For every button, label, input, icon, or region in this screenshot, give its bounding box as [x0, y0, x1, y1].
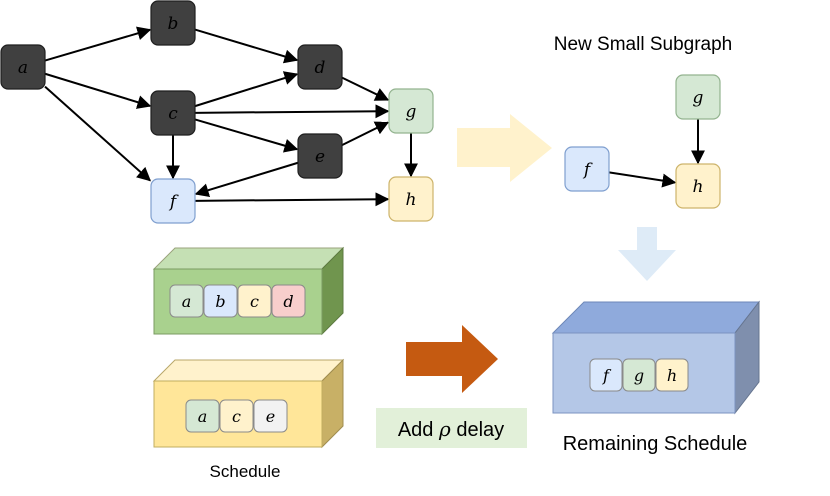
edge-a-c [44, 72, 152, 109]
remaining-item-f: f [589, 358, 623, 392]
edge-c-g [194, 104, 390, 119]
node-label-b: b [168, 14, 179, 34]
remaining-item-label-f: f [602, 366, 612, 385]
schedule-top-items: a b c d [169, 284, 306, 318]
dag-edges [44, 26, 418, 207]
pale-blue-down-arrow [618, 227, 676, 281]
schedule-top-item-label-a: a [182, 292, 192, 311]
schedule-bottom-item-label-c: c [232, 407, 241, 426]
schedule-top-item-label-c: c [250, 292, 259, 311]
node-c: c [150, 90, 196, 136]
edge-b-d [194, 28, 299, 64]
remaining-item-label-h: h [667, 366, 677, 385]
delay-label: Add ρ delay [398, 417, 504, 441]
remaining-items: f g h [589, 358, 689, 392]
node-f: f [150, 178, 196, 224]
schedule-bottom-item-label-a: a [198, 407, 208, 426]
edge-f-h [194, 192, 390, 207]
pale-yellow-arrow [457, 114, 552, 182]
delay-label-box: Add ρ delay [376, 408, 527, 448]
node-g: g [388, 88, 434, 134]
edge-c-d [194, 71, 299, 108]
sub-node-f: f [564, 146, 610, 192]
edge-d-g [341, 76, 390, 101]
node-d: d [297, 44, 343, 90]
edge-a-f [44, 85, 152, 182]
schedule-top-item-d: d [271, 284, 306, 318]
schedule-block-top: a b c d [152, 246, 345, 336]
schedule-top-item-label-b: b [215, 292, 225, 311]
remaining-schedule-block: f g h [551, 300, 761, 415]
remaining-item-g: g [622, 358, 656, 392]
remaining-schedule-title: Remaining Schedule [563, 433, 748, 455]
subgraph: New Small Subgraph f g h [554, 34, 732, 209]
schedule-top-item-b: b [203, 284, 238, 318]
schedule-bottom-item-c: c [219, 399, 254, 433]
schedule-bottom-item-e: e [253, 399, 288, 433]
schedule-top-item-a: a [169, 284, 204, 318]
sub-edge-f-h [608, 171, 677, 188]
subgraph-title: New Small Subgraph [554, 34, 732, 55]
edge-a-b [44, 26, 152, 62]
node-label-g: g [406, 102, 417, 122]
node-e: e [297, 133, 343, 179]
sub-node-h: h [675, 163, 721, 209]
sub-node-label-f: f [582, 160, 593, 180]
node-label-h: h [406, 190, 417, 210]
node-label-e: e [315, 147, 325, 167]
schedule-bottom-item-a: a [185, 399, 220, 433]
sub-node-label-h: h [693, 177, 704, 197]
schedule-bottom-item-label-e: e [266, 407, 275, 426]
node-a: a [0, 44, 46, 90]
subgraph-edges [608, 119, 705, 188]
schedule-top-item-label-d: d [283, 292, 293, 311]
subgraph-nodes: f g h [564, 74, 721, 209]
sub-node-g: g [675, 74, 721, 120]
schedule-label: Schedule [210, 462, 281, 481]
remaining-item-h: h [655, 358, 689, 392]
schedule-top-item-c: c [237, 284, 272, 318]
node-h: h [388, 176, 434, 222]
edge-e-g [341, 121, 390, 147]
node-label-f: f [168, 192, 179, 212]
remaining-item-label-g: g [634, 366, 644, 385]
dag-nodes: a b c d e f g h [0, 0, 434, 224]
node-b: b [150, 0, 196, 46]
node-label-a: a [18, 58, 28, 78]
orange-arrow [406, 325, 498, 393]
sub-node-label-g: g [693, 88, 704, 108]
node-label-d: d [315, 58, 326, 78]
node-label-c: c [168, 104, 178, 124]
main-dag: a b c d e f g h [0, 0, 434, 224]
edge-c-e [194, 118, 299, 153]
edge-e-f [194, 161, 299, 197]
